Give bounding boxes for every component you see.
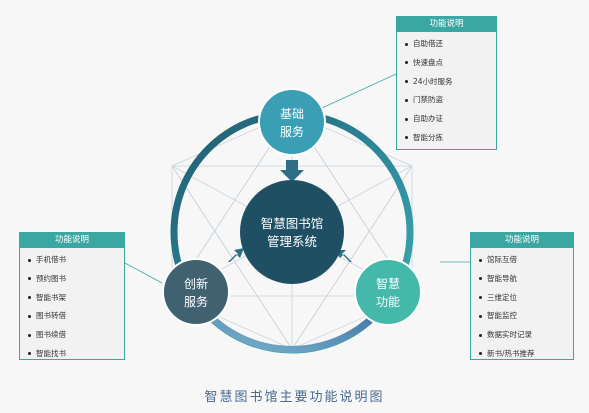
info-box-header: 功能说明 [397, 17, 496, 32]
info-list: 馆际互借 智能导航 三维定位 智能监控 数据实时记录 新书/热书推荐 [471, 248, 573, 364]
node-basic-service-line2: 服务 [280, 124, 304, 139]
list-item: 图书续借 [28, 326, 124, 345]
list-item: 智能书架 [28, 289, 124, 308]
node-innovation-service-line2: 服务 [184, 294, 208, 309]
center-title-line1: 智慧图书馆 [261, 216, 324, 231]
list-item: 预约图书 [28, 270, 124, 289]
list-item: 24小时服务 [405, 73, 496, 92]
list-item: 数据实时记录 [479, 326, 573, 345]
center-circle [240, 180, 344, 284]
info-box-innovation-service: 功能说明 手机借书 预约图书 智能书架 图书转借 图书续借 智能找书 [19, 232, 125, 360]
info-box-header: 功能说明 [471, 233, 573, 248]
list-item: 图书转借 [28, 307, 124, 326]
list-item: 智能找书 [28, 345, 124, 364]
connector-lines [124, 73, 470, 284]
node-smart-function-line1: 智慧 [376, 276, 400, 291]
node-innovation-service-line1: 创新 [184, 276, 208, 291]
list-item: 智能分拣 [405, 129, 496, 148]
info-box-basic-service: 功能说明 自助借还 快速盘点 24小时服务 门禁防盗 自助办证 智能分拣 [396, 16, 497, 150]
list-item: 智能导航 [479, 270, 573, 289]
arrow-down-icon [280, 160, 304, 182]
node-smart-function-line2: 功能 [376, 295, 400, 309]
info-list: 自助借还 快速盘点 24小时服务 门禁防盗 自助办证 智能分拣 [397, 32, 496, 148]
node-basic-service [258, 88, 326, 156]
node-basic-service-line1: 基础 [280, 107, 304, 121]
figure-caption: 智慧图书馆主要功能说明图 [204, 390, 385, 405]
list-item: 自助借还 [405, 35, 496, 54]
info-box-smart-function: 功能说明 馆际互借 智能导航 三维定位 智能监控 数据实时记录 新书/热书推荐 [470, 232, 574, 360]
list-item: 三维定位 [479, 289, 573, 308]
list-item: 门禁防盗 [405, 91, 496, 110]
center-title-line2: 管理系统 [267, 234, 317, 249]
node-smart-function [354, 258, 422, 326]
list-item: 手机借书 [28, 251, 124, 270]
info-box-header: 功能说明 [20, 233, 124, 248]
node-innovation-service [162, 258, 230, 326]
list-item: 自助办证 [405, 110, 496, 129]
list-item: 馆际互借 [479, 251, 573, 270]
list-item: 智能监控 [479, 307, 573, 326]
list-item: 快速盘点 [405, 54, 496, 73]
info-list: 手机借书 预约图书 智能书架 图书转借 图书续借 智能找书 [20, 248, 124, 364]
arrow-up-right-icon [228, 248, 244, 262]
list-item: 新书/热书推荐 [479, 345, 573, 364]
